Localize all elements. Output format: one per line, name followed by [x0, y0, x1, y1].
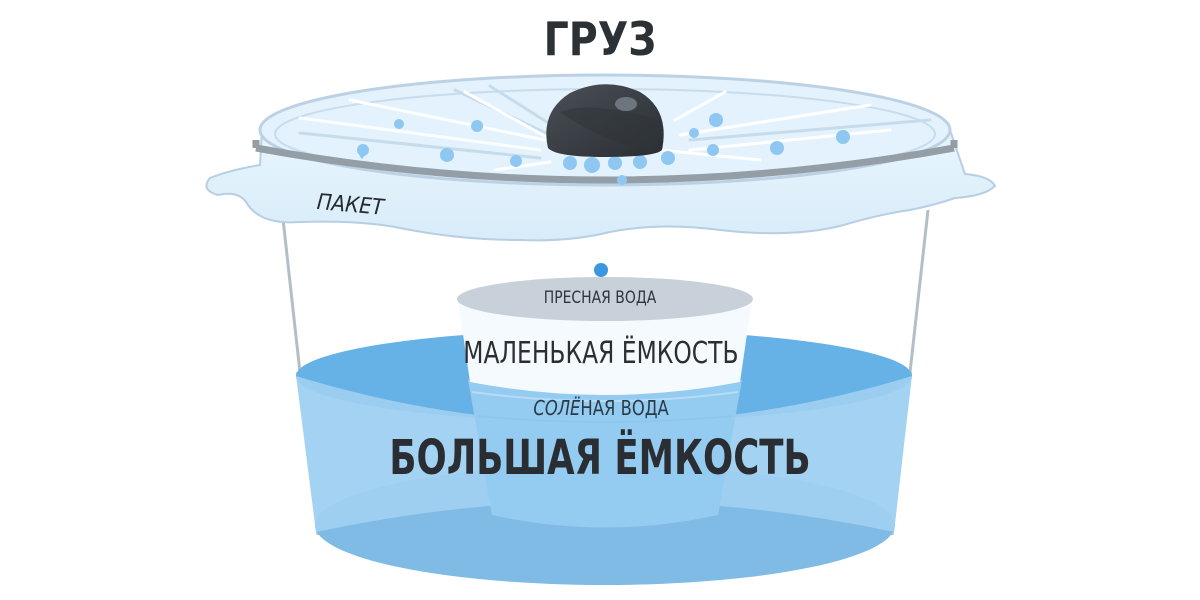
small-container-label: МАЛЕНЬКАЯ ЁМКОСТЬ: [463, 336, 739, 371]
small-container: [457, 277, 753, 528]
salt-water-label-italic: СОЛЁ: [533, 396, 581, 420]
salt-water-label-rest: НАЯ ВОДА: [580, 396, 669, 420]
weight-stone: [546, 84, 664, 157]
condensation-drops: [357, 113, 850, 185]
fresh-water-label: ПРЕСНАЯ ВОДА: [543, 288, 657, 308]
weight-label: ГРУЗ: [543, 12, 657, 66]
light-rays: [298, 84, 932, 172]
salt-water-label: СОЛЁНАЯ ВОДА: [109, 396, 1093, 420]
big-container-label: БОЛЬШАЯ ЁМКОСТЬ: [389, 430, 811, 486]
